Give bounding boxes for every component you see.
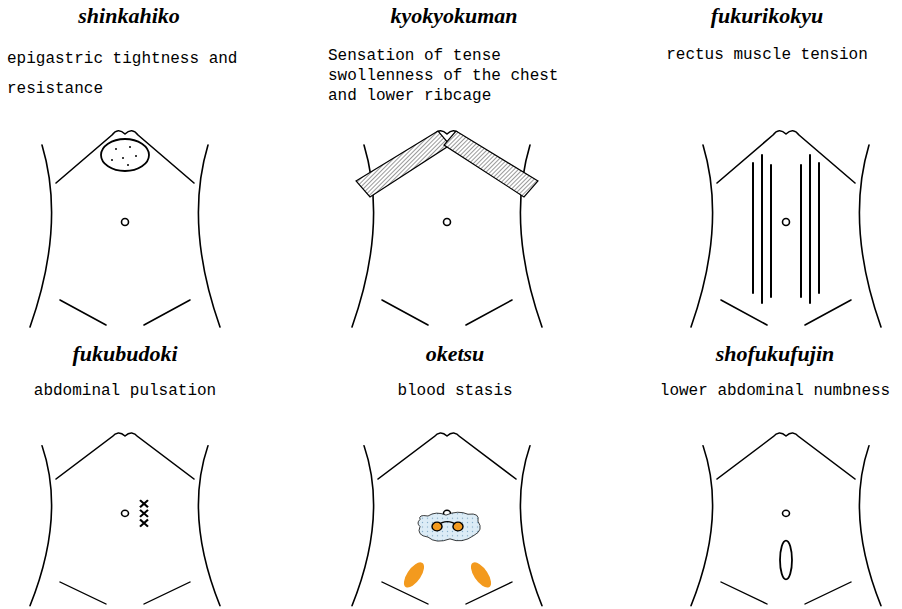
region-dots	[111, 146, 137, 166]
torso-figure	[30, 433, 220, 606]
finding-description: blood stasis	[330, 380, 580, 402]
finding-panel: kyokyokumanSensation of tense swollennes…	[322, 2, 586, 106]
torso-outline	[352, 433, 542, 606]
torso-figure	[352, 131, 542, 327]
finding-name: oketsu	[330, 340, 580, 368]
pulsation-marks	[140, 500, 148, 526]
torso-outline	[691, 131, 881, 327]
torso-outline	[30, 433, 220, 606]
iliac-point	[467, 560, 495, 591]
finding-panel: shofukufujin lower abdominal numbness	[652, 340, 898, 402]
numb-region	[780, 541, 792, 580]
finding-description: epigastric tightness and resistance	[7, 44, 257, 104]
stasis-area	[418, 512, 480, 541]
torso-figure	[30, 131, 220, 327]
finding-description: lower abdominal numbness	[652, 380, 898, 402]
iliac-point	[400, 560, 428, 591]
torso-outline	[30, 131, 220, 327]
torso-outline	[352, 131, 542, 327]
rib-band	[444, 131, 538, 197]
finding-description: rectus muscle tension	[635, 44, 899, 66]
finding-panel: fukubudoki abdominal pulsation	[0, 340, 250, 402]
epigastric-region	[101, 139, 149, 171]
rectus-lines	[753, 155, 819, 303]
rib-band	[356, 131, 450, 197]
torso-figure	[352, 433, 542, 606]
finding-panel: fukurikokyu rectus muscle tension	[635, 2, 899, 66]
tender-point	[453, 522, 463, 531]
finding-panel: shinkahiko epigastric tightness and resis…	[4, 2, 254, 104]
finding-panel: oketsu blood stasis	[330, 340, 580, 402]
finding-description: Sensation of tense swollenness of the ch…	[328, 46, 572, 106]
finding-name: shofukufujin	[652, 340, 898, 368]
finding-description: abdominal pulsation	[0, 380, 250, 402]
finding-name: shinkahiko	[4, 2, 254, 30]
torso-figure	[691, 131, 881, 327]
torso-figure	[691, 433, 881, 606]
torso-outline	[691, 433, 881, 606]
finding-name: kyokyokuman	[322, 2, 586, 30]
tender-point	[432, 522, 442, 531]
finding-name: fukubudoki	[0, 340, 250, 368]
finding-name: fukurikokyu	[635, 2, 899, 30]
